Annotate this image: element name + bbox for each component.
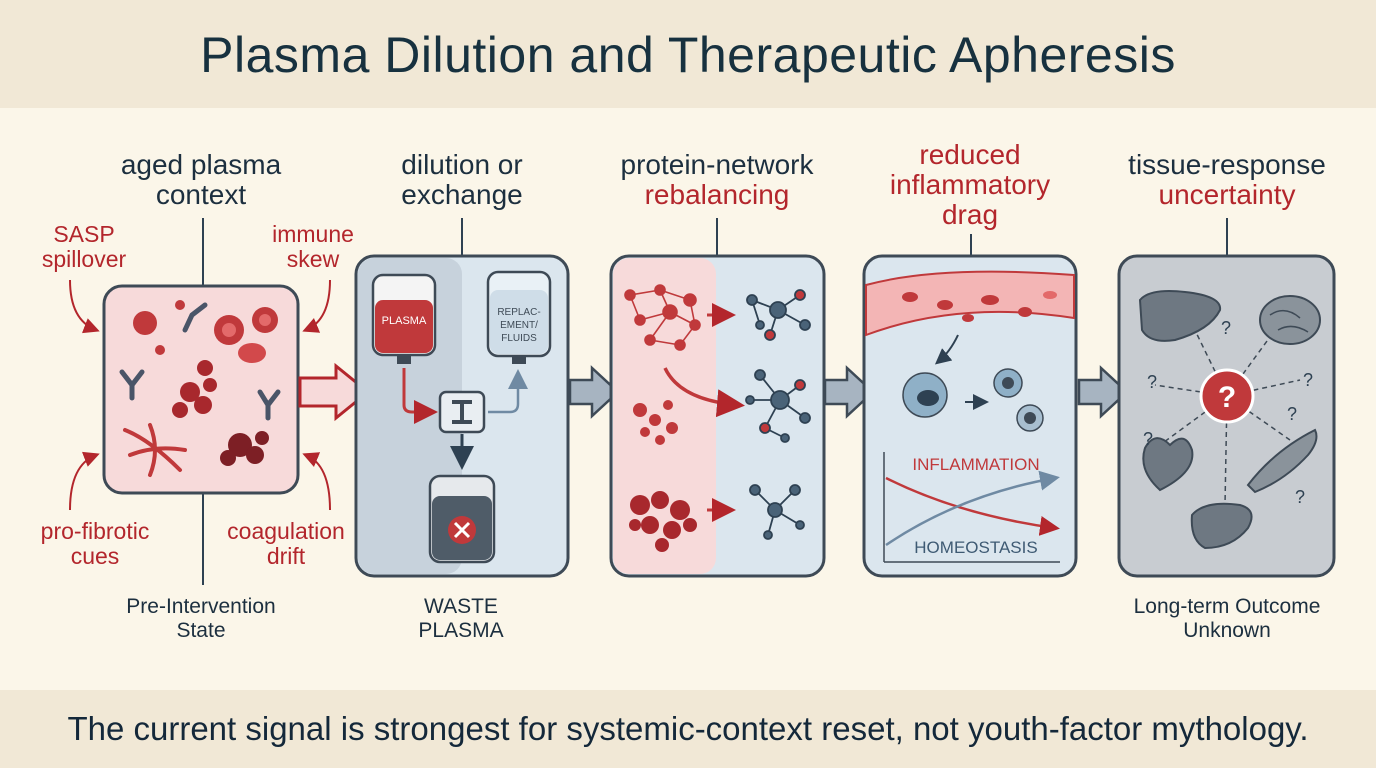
stage1-panel: [102, 284, 300, 495]
stage2-heading: dilution or exchange: [337, 150, 587, 210]
inflammation-label: INFLAMMATION: [912, 455, 1039, 474]
heading-connectors: [202, 218, 1228, 585]
input-label-immune-line1: immune: [272, 221, 354, 247]
input-label-immune: immune skew: [258, 222, 368, 272]
stage2-panel: PLASMA REPLAC- EMENT/ FLUIDS: [354, 254, 570, 578]
stage1-heading-line1: aged plasma: [120, 149, 282, 180]
homeostasis-label: HOMEOSTASIS: [914, 538, 1037, 557]
stage-arrow-4: [1077, 365, 1129, 419]
title-band: [0, 0, 1376, 108]
heart-icon: [1142, 437, 1194, 492]
input-label-sasp-line2: spillover: [41, 246, 127, 272]
blood-vessel-icon: [865, 270, 1075, 337]
brain-icon: [1259, 295, 1321, 345]
input-label-coagulation-line1: coagulation: [227, 518, 345, 544]
stage3-heading: protein-network rebalancing: [592, 150, 842, 210]
waste-plasma-line2: PLASMA: [418, 619, 504, 642]
stage2-heading-line2: exchange: [401, 179, 523, 210]
protein-aggregate-icon: [172, 360, 269, 466]
balanced-network-icon-middle: [745, 369, 811, 443]
center-question-mark: ?: [1218, 381, 1236, 414]
stage-arrow-1: [298, 362, 371, 422]
question-mark-4: ?: [1143, 429, 1153, 449]
plasma-bag-label: PLASMA: [382, 315, 427, 327]
stage4-heading-line2: inflammatory: [889, 169, 1051, 200]
stage5-panel: ? ? ? ? ? ? ?: [1117, 254, 1336, 578]
page-title: Plasma Dilution and Therapeutic Apheresi…: [200, 27, 1176, 83]
question-mark-icon: ?: [1199, 368, 1255, 424]
stage1-bottom-line2: State: [176, 619, 226, 642]
muscle-icon: [1246, 428, 1318, 494]
dense-aggregate-icon: [629, 491, 697, 552]
stage1-bottom-label: Pre-Intervention State: [81, 595, 321, 643]
liver-icon: [1138, 290, 1222, 342]
trend-chart-icon: INFLAMMATION HOMEOSTASIS: [883, 452, 1060, 563]
question-mark-5: ?: [1287, 404, 1297, 424]
separator-filter-icon: [438, 390, 486, 434]
stage1-input-arrows: [69, 279, 331, 511]
plasma-bag-icon: PLASMA: [371, 273, 437, 364]
waste-plasma-label: WASTE PLASMA: [341, 595, 581, 643]
input-label-fibrotic: pro-fibrotic cues: [20, 519, 170, 569]
input-label-fibrotic-line2: cues: [70, 543, 120, 569]
stage3-heading-line2: rebalancing: [644, 179, 790, 210]
stage4-heading: reduced inflammatory drag: [845, 140, 1095, 230]
aggregate-cluster-icon: [633, 400, 678, 445]
stage4-heading-line1: reduced: [919, 139, 1021, 170]
input-label-sasp: SASP spillover: [24, 222, 144, 272]
stage5-bottom-line1: Long-term Outcome: [1133, 595, 1321, 618]
question-mark-6: ?: [1295, 487, 1305, 507]
stage5-heading-line1: tissue-response: [1128, 149, 1326, 180]
question-mark-2: ?: [1147, 372, 1157, 392]
waste-bag-icon: [428, 474, 496, 564]
stage-arrow-3: [823, 365, 875, 419]
kidney-icon: [1190, 502, 1253, 550]
waste-plasma-line1: WASTE: [424, 595, 498, 618]
stage4-heading-line3: drag: [941, 199, 999, 230]
footer-summary: The current signal is strongest for syst…: [67, 710, 1309, 747]
stage5-bottom-line2: Unknown: [1183, 619, 1271, 642]
tangled-protein-network-icon: [624, 284, 701, 351]
stage3-heading-line1: protein-network: [620, 149, 814, 180]
inflamed-immune-cell-icon: [902, 372, 948, 418]
replacement-label-line2: EMENT/: [500, 320, 538, 331]
input-label-immune-line2: skew: [286, 246, 340, 272]
replacement-label-line1: REPLAC-: [497, 307, 540, 318]
question-mark-3: ?: [1303, 370, 1313, 390]
footer-band: [0, 690, 1376, 768]
balanced-network-icon-top: [746, 289, 811, 341]
stage3-panel: [609, 254, 826, 578]
input-label-coagulation-line2: drift: [266, 543, 306, 569]
stage5-heading: tissue-response uncertainty: [1102, 150, 1352, 210]
red-blood-cell-icon: [214, 307, 278, 363]
stage2-heading-line1: dilution or: [401, 149, 523, 180]
resting-immune-cell-icon: [993, 368, 1044, 432]
question-mark-1: ?: [1221, 318, 1231, 338]
input-label-sasp-line1: SASP: [53, 221, 115, 247]
fibrin-strand-icon: [123, 423, 187, 477]
stage4-panel: INFLAMMATION HOMEOSTASIS: [862, 254, 1078, 578]
replacement-label-line3: FLUIDS: [501, 333, 537, 344]
balanced-network-icon-bottom: [749, 484, 805, 540]
small-question-marks: ? ? ? ? ? ?: [1143, 318, 1313, 507]
input-label-fibrotic-line1: pro-fibrotic: [40, 518, 150, 544]
stage5-heading-line2: uncertainty: [1158, 179, 1296, 210]
stage5-bottom-label: Long-term Outcome Unknown: [1107, 595, 1347, 643]
antibody-icon: [119, 302, 281, 421]
stage1-bottom-line1: Pre-Intervention: [126, 595, 276, 618]
replacement-fluid-bag-icon: REPLAC- EMENT/ FLUIDS: [486, 270, 552, 364]
input-label-coagulation: coagulation drift: [218, 519, 354, 569]
stage-arrow-2: [568, 365, 620, 419]
stage1-heading: aged plasma context: [76, 150, 326, 210]
stage1-heading-line2: context: [155, 179, 247, 210]
senescent-cell-icon: [133, 300, 185, 355]
